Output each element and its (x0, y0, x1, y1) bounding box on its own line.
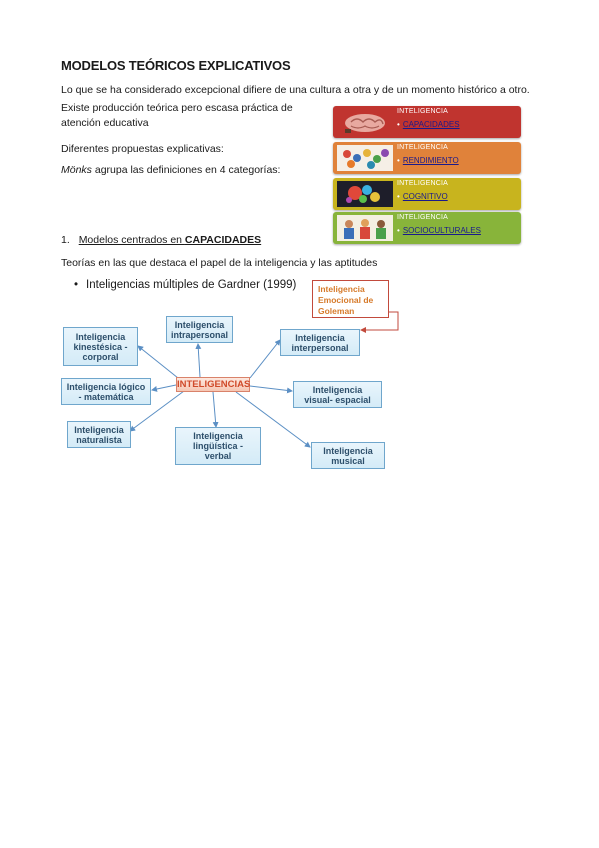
people-image (337, 215, 393, 241)
bullet-dot: • (397, 120, 400, 129)
visual-line-1: Inteligencia (312, 384, 363, 395)
linguistica-line-2: lingüística - (192, 441, 243, 451)
intrapersonal-line-1: Inteligencia (174, 319, 225, 330)
category-cognitivo-link[interactable]: •COGNITIVO (397, 192, 448, 201)
category-rendimiento-label: RENDIMIENTO (402, 156, 459, 165)
category-socioculturales-label: SOCIOCULTURALES (402, 226, 481, 235)
gardner-bullet: • Inteligencias múltiples de Gardner (199… (74, 279, 296, 291)
logico-line-2: - matemática (78, 391, 134, 402)
musical-line-1: Inteligencia (323, 445, 373, 456)
goleman-box: Inteligencia Emocional de Goleman (312, 280, 389, 318)
section-1-text: Modelos centrados en (78, 234, 185, 246)
logico-matematica-box: Inteligencia lógico- matemática (61, 378, 151, 405)
paragraph-cultural: Lo que se ha considerado excepcional dif… (61, 84, 530, 96)
category-capacidades-panel: INTELIGENCIA •CAPACIDADES (333, 106, 521, 138)
category-cognitivo-label: COGNITIVO (402, 192, 448, 201)
interpersonal-line-2: interpersonal (291, 342, 349, 353)
category-socioculturales-link[interactable]: •SOCIOCULTURALES (397, 226, 481, 235)
kinestesica-line-2: kinestésica - (73, 341, 128, 352)
monks-name: Mönks (61, 164, 92, 176)
paragraph-proposals: Diferentes propuestas explicativas: (61, 143, 224, 155)
goleman-line-3: Goleman (318, 306, 355, 316)
category-socioculturales-header: INTELIGENCIA (397, 214, 449, 221)
linguistica-line-3: verbal (204, 451, 232, 461)
intrapersonal-line-2: intrapersonal (170, 329, 228, 340)
head-profile-image (337, 181, 393, 207)
category-capacidades-header: INTELIGENCIA (397, 108, 449, 115)
section-1-title: Modelos centrados en CAPACIDADES (79, 234, 261, 246)
category-cognitivo-header: INTELIGENCIA (397, 180, 449, 187)
paragraph-monks: Mönks agrupa las definiciones en 4 categ… (61, 163, 280, 177)
section-1-heading: 1. Modelos centrados en CAPACIDADES (61, 233, 261, 247)
category-rendimiento-link[interactable]: •RENDIMIENTO (397, 156, 459, 165)
section-1-number: 1. (61, 234, 70, 246)
goleman-line-1: Inteligencia (318, 284, 365, 294)
monks-text: agrupa las definiciones en 4 categorías: (91, 164, 281, 176)
musical-line-2: musical (331, 455, 365, 466)
bullet-dot: • (397, 226, 400, 235)
bullet-dot: • (74, 279, 79, 291)
crowd-image (337, 145, 393, 171)
paragraph-production-line1: Existe producción teórica pero escasa pr… (61, 102, 293, 114)
category-capacidades-label: CAPACIDADES (402, 120, 460, 129)
brain-image (345, 114, 385, 133)
page-title: MODELOS TEÓRICOS EXPLICATIVOS (61, 58, 291, 73)
interpersonal-line-1: Inteligencia (295, 332, 345, 343)
bullet-dot: • (397, 156, 400, 165)
visual-line-2: visual- espacial (304, 394, 371, 405)
gardner-bullet-text: Inteligencias múltiples de Gardner (1999… (86, 279, 297, 291)
section-1-bold: CAPACIDADES (184, 234, 262, 246)
naturalista-line-1: Inteligencia (74, 424, 124, 435)
goleman-line-2: Emocional de (318, 295, 374, 305)
kinestesica-line-1: Inteligencia (75, 331, 126, 342)
naturalista-line-2: naturalista (76, 434, 122, 445)
section-1-description: Teorías en las que destaca el papel de l… (61, 257, 378, 269)
linguistica-line-1: Inteligencia (193, 431, 243, 441)
bullet-dot: • (397, 192, 400, 201)
category-capacidades-link[interactable]: •CAPACIDADES (397, 120, 460, 129)
logico-line-1: Inteligencia lógico (66, 381, 146, 392)
kinestesica-line-3: corporal (82, 351, 119, 362)
category-rendimiento-panel: INTELIGENCIA •RENDIMIENTO (333, 142, 521, 174)
category-rendimiento-header: INTELIGENCIA (397, 144, 449, 151)
category-socioculturales-panel: INTELIGENCIA •SOCIOCULTURALES (333, 212, 521, 244)
category-cognitivo-panel: INTELIGENCIA •COGNITIVO (333, 178, 521, 210)
paragraph-production-line2: atención educativa (61, 117, 149, 129)
inteligencias-center-box: INTELIGENCIAS (176, 377, 251, 392)
